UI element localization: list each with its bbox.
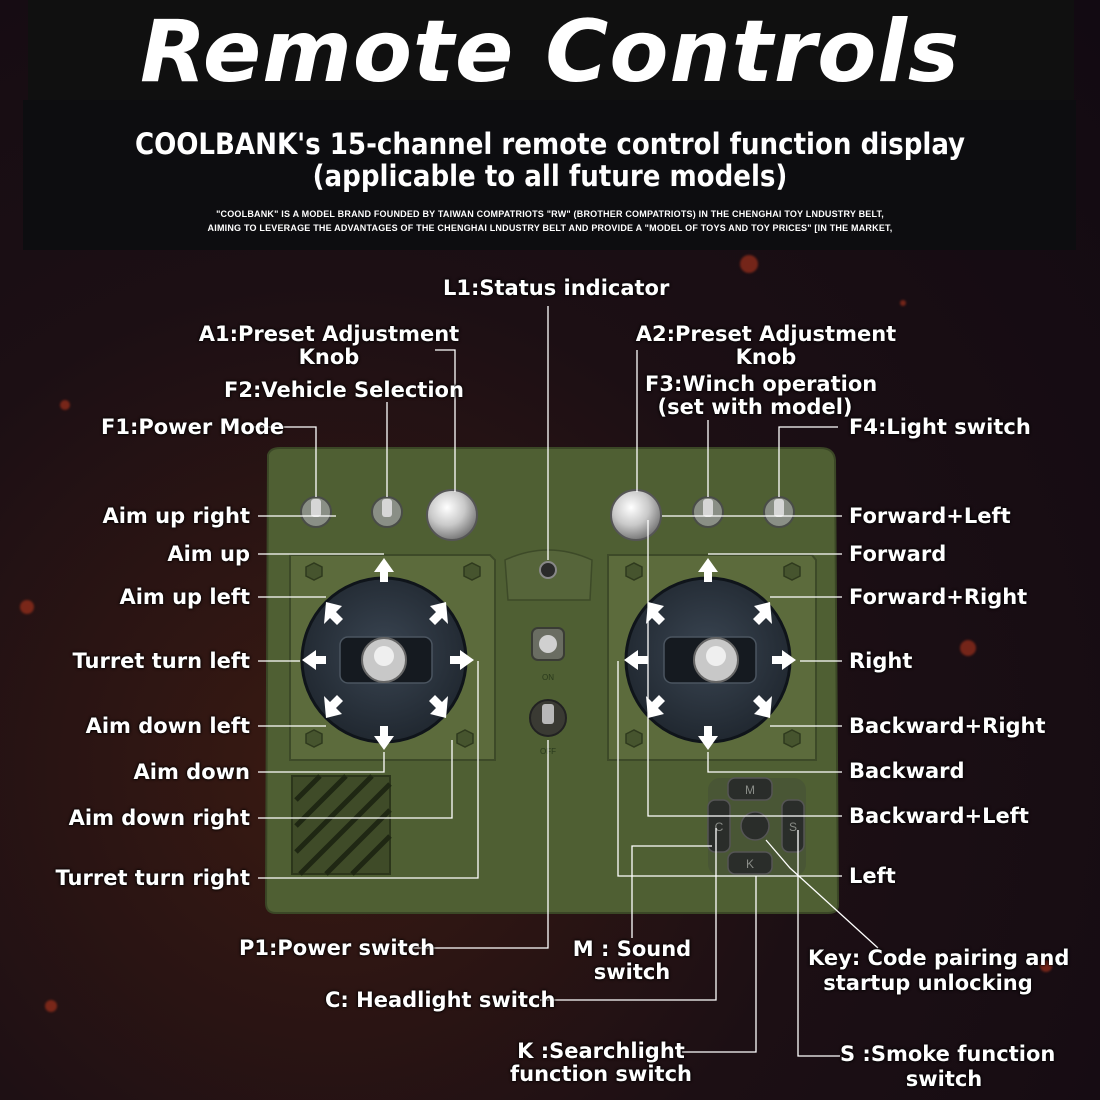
ember-spark — [45, 1000, 57, 1012]
page-title: Remote Controls — [139, 2, 961, 102]
toggle-switches — [300, 496, 795, 528]
label-power-switch: P1:Power switch — [239, 936, 436, 960]
label-left: Left — [849, 864, 896, 888]
label-winch-line-2: (set with model) — [657, 395, 853, 419]
label-status-indicator: L1:Status indicator — [443, 276, 670, 300]
direction-arrows — [302, 558, 796, 750]
label-aim-down-right: Aim down right — [68, 806, 250, 830]
ember-spark — [740, 255, 758, 273]
label-backward: Backward — [849, 759, 965, 783]
label-a1-line-2: Knob — [298, 345, 360, 369]
subtitle-line-1: COOLBANK's 15-channel remote control fun… — [134, 127, 966, 161]
label-aim-down-left: Aim down left — [85, 714, 250, 738]
switch-mark-on: ON — [542, 673, 554, 682]
leader-lines — [250, 306, 879, 1057]
label-backward-right: Backward+Right — [849, 714, 1046, 738]
title-banner — [28, 0, 1074, 100]
power-switch — [529, 699, 567, 737]
label-key-line-2: startup unlocking — [823, 971, 1033, 995]
ember-spark — [1040, 960, 1052, 972]
knob-a2 — [610, 489, 662, 541]
label-backward-left: Backward+Left — [849, 804, 1029, 828]
label-a2-line-2: Knob — [735, 345, 797, 369]
subtitle-banner — [23, 100, 1076, 250]
center-switch-on — [531, 627, 565, 661]
label-searchlight-line-2: function switch — [510, 1062, 692, 1086]
label-smoke-line-1: S :Smoke function — [840, 1042, 1056, 1066]
label-sound-line-1: M : Sound — [572, 937, 692, 961]
label-forward-left: Forward+Left — [849, 504, 1011, 528]
label-light-switch: F4:Light switch — [849, 415, 1031, 439]
brand-blurb-line-2: AIMING TO LEVERAGE THE ADVANTAGES OF THE… — [207, 223, 893, 233]
right-joystick — [624, 576, 792, 744]
hex-screws — [305, 562, 801, 748]
label-a2-line-1: A2:Preset Adjustment — [635, 322, 897, 346]
button-letter-m: M — [745, 783, 755, 797]
label-headlight-switch: C: Headlight switch — [325, 988, 556, 1012]
label-smoke-line-2: switch — [905, 1067, 983, 1091]
button-letter-s: S — [789, 820, 797, 834]
speaker-grille — [291, 774, 392, 876]
button-letter-k: K — [746, 857, 754, 871]
label-vehicle-selection: F2:Vehicle Selection — [224, 378, 464, 402]
label-turret-turn-right: Turret turn right — [55, 866, 250, 890]
label-key-line-1: Key: Code pairing and — [808, 946, 1070, 970]
ember-spark — [60, 400, 70, 410]
button-letter-c: C — [715, 820, 724, 834]
label-a1-line-1: A1:Preset Adjustment — [198, 322, 460, 346]
label-power-mode: F1:Power Mode — [101, 415, 285, 439]
label-aim-up: Aim up — [167, 542, 250, 566]
status-led — [539, 561, 557, 579]
label-sound-line-2: switch — [593, 960, 671, 984]
label-forward-right: Forward+Right — [849, 585, 1028, 609]
label-forward: Forward — [849, 542, 947, 566]
knob-a1 — [426, 489, 478, 541]
label-searchlight-line-1: K :Searchlight — [517, 1039, 685, 1063]
label-winch-line-1: F3:Winch operation — [645, 372, 878, 396]
label-right: Right — [849, 649, 913, 673]
label-aim-up-left: Aim up left — [119, 585, 250, 609]
label-aim-up-right: Aim up right — [102, 504, 250, 528]
subtitle-line-2: (applicable to all future models) — [312, 159, 788, 193]
label-aim-down: Aim down — [133, 760, 250, 784]
ember-spark — [960, 640, 976, 656]
ember-spark — [900, 300, 906, 306]
brand-blurb-line-1: "COOLBANK" IS A MODEL BRAND FOUNDED BY T… — [216, 209, 884, 219]
ember-spark — [20, 600, 34, 614]
label-turret-turn-left: Turret turn left — [72, 649, 251, 673]
